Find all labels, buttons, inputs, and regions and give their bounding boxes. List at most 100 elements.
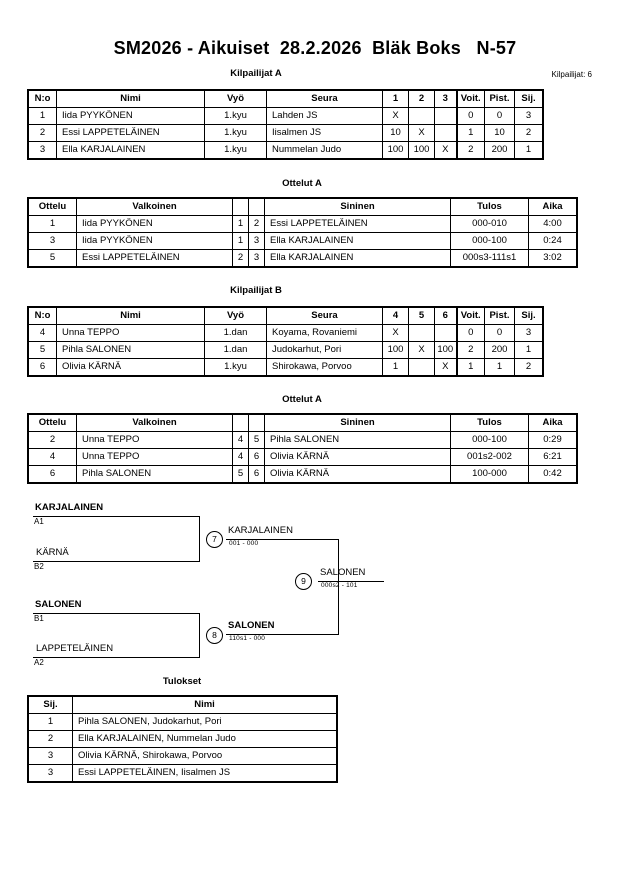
col-opp-5: 5 — [408, 307, 435, 325]
bracket-winner-7: KARJALAINEN — [228, 525, 293, 536]
cell-rank: 2 — [514, 358, 543, 376]
cell-name: Iida PYYKÖNEN — [56, 107, 205, 125]
col-time: Aika — [528, 414, 577, 432]
col-blue: Sininen — [264, 198, 451, 216]
table-header-row: Ottelu Valkoinen Sininen Tulos Aika — [28, 198, 577, 216]
col-belt: Vyö — [204, 307, 267, 325]
cell-points: 0 — [484, 324, 515, 342]
cell-blue: Ella KARJALAINEN — [264, 249, 451, 267]
cell-name: Pihla SALONEN, Judokarhut, Pori — [72, 713, 337, 731]
cell-result: 100-000 — [450, 465, 529, 483]
cell-white: Pihla SALONEN — [76, 465, 233, 483]
bracket-slot-line-2 — [33, 561, 200, 562]
matches-b-table: Ottelu Valkoinen Sininen Tulos Aika 2 Un… — [28, 414, 577, 483]
table-header-row: N:o Nimi Vyö Seura 1 2 3 Voit. Pist. Sij… — [28, 90, 543, 108]
cell-no: 1 — [28, 107, 57, 125]
cell-points: 0 — [484, 107, 515, 125]
col-opp-4: 4 — [382, 307, 409, 325]
cell-time: 0:24 — [528, 232, 577, 250]
cell-wins: 0 — [455, 324, 485, 342]
table-header-row: Ottelu Valkoinen Sininen Tulos Aika — [28, 414, 577, 432]
cell-white-no: 4 — [232, 448, 249, 466]
cell-rank: 2 — [514, 124, 543, 142]
col-rank: Sij. — [28, 696, 73, 714]
cell-opp-3 — [434, 124, 457, 142]
cell-blue-no: 6 — [248, 465, 265, 483]
table-row: 1 Iida PYYKÖNEN 1 2 Essi LAPPETELÄINEN 0… — [28, 215, 577, 233]
col-club: Seura — [266, 307, 383, 325]
cell-opp-5 — [408, 358, 435, 376]
cell-rank: 1 — [28, 713, 73, 731]
bracket-entry-name-4: LAPPETELÄINEN — [36, 643, 114, 654]
cell-name: Essi LAPPETELÄINEN, Iisalmen JS — [72, 764, 337, 782]
cell-white: Iida PYYKÖNEN — [76, 215, 233, 233]
cell-wins: 1 — [455, 358, 485, 376]
cell-result: 000-010 — [450, 215, 529, 233]
pool-b-table: N:o Nimi Vyö Seura 4 5 6 Voit. Pist. Sij… — [28, 307, 543, 376]
page-title: SM2026 - Aikuiset 28.2.2026 Bläk Boks N-… — [113, 38, 517, 58]
table-header-row: N:o Nimi Vyö Seura 4 5 6 Voit. Pist. Sij… — [28, 307, 543, 325]
bracket-winner-8: SALONEN — [228, 620, 275, 631]
elimination-bracket: KARJALAINEN A1 KÄRNÄ B2 7 KARJALAINEN 00… — [0, 495, 630, 675]
cell-wins: 0 — [455, 107, 485, 125]
cell-no: 2 — [28, 124, 57, 142]
bracket-node-7: 7 — [206, 531, 223, 548]
bracket-slot-line-3 — [33, 613, 200, 614]
cell-no: 4 — [28, 324, 57, 342]
cell-wins: 2 — [455, 341, 485, 359]
table-row: 3 Olivia KÄRNÄ, Shirokawa, Porvoo — [28, 747, 337, 765]
bracket-connector-9 — [338, 539, 339, 635]
cell-club: Lahden JS — [266, 107, 383, 125]
bracket-entry-seed-2: B2 — [34, 562, 44, 571]
caption-results: Tulokset — [162, 676, 202, 687]
bracket-entry-seed-3: B1 — [34, 614, 44, 623]
cell-blue-no: 6 — [248, 448, 265, 466]
cell-opp-5 — [408, 324, 435, 342]
table-row: 6 Olivia KÄRNÄ 1.kyu Shirokawa, Porvoo 1… — [28, 358, 543, 376]
col-blue-no — [248, 198, 265, 216]
cell-no: 6 — [28, 358, 57, 376]
col-blue: Sininen — [264, 414, 451, 432]
col-name: Nimi — [56, 307, 205, 325]
bracket-slot-line-4 — [33, 657, 200, 658]
cell-blue-no: 3 — [248, 249, 265, 267]
col-name: Nimi — [56, 90, 205, 108]
cell-rank: 3 — [514, 324, 543, 342]
col-name: Nimi — [72, 696, 337, 714]
table-row: 1 Pihla SALONEN, Judokarhut, Pori — [28, 713, 337, 731]
cell-club: Shirokawa, Porvoo — [266, 358, 383, 376]
cell-result: 000s3-111s1 — [450, 249, 529, 267]
cell-name: Ella KARJALAINEN — [56, 141, 205, 159]
cell-blue: Essi LAPPETELÄINEN — [264, 215, 451, 233]
cell-name: Olivia KÄRNÄ — [56, 358, 205, 376]
cell-opp-3: X — [434, 141, 457, 159]
col-wins: Voit. — [455, 307, 485, 325]
col-no: N:o — [28, 90, 57, 108]
pool-a-table: N:o Nimi Vyö Seura 1 2 3 Voit. Pist. Sij… — [28, 90, 543, 159]
cell-match: 1 — [28, 215, 77, 233]
cell-rank: 1 — [514, 141, 543, 159]
bracket-score-8: 110s1 - 000 — [229, 635, 266, 642]
cell-name: Essi LAPPETELÄINEN — [56, 124, 205, 142]
table-row: 2 Essi LAPPETELÄINEN 1.kyu Iisalmen JS 1… — [28, 124, 543, 142]
col-wins: Voit. — [455, 90, 485, 108]
cell-white: Iida PYYKÖNEN — [76, 232, 233, 250]
caption-matches-b: Ottelut A — [282, 394, 322, 405]
cell-name: Pihla SALONEN — [56, 341, 205, 359]
bracket-entry-name-3: SALONEN — [35, 599, 82, 610]
cell-club: Nummelan Judo — [266, 141, 383, 159]
col-result: Tulos — [450, 198, 529, 216]
cell-blue: Pihla SALONEN — [264, 431, 451, 449]
cell-result: 001s2-002 — [450, 448, 529, 466]
cell-points: 10 — [484, 124, 515, 142]
cell-white-no: 2 — [232, 249, 249, 267]
cell-belt: 1.kyu — [204, 141, 267, 159]
cell-rank: 2 — [28, 730, 73, 748]
cell-opp-3 — [434, 107, 457, 125]
cell-opp-4: 1 — [382, 358, 409, 376]
cell-belt: 1.dan — [204, 324, 267, 342]
bracket-node-8: 8 — [206, 627, 223, 644]
col-white: Valkoinen — [76, 414, 233, 432]
cell-white-no: 5 — [232, 465, 249, 483]
bracket-winner-line-9 — [318, 581, 384, 582]
